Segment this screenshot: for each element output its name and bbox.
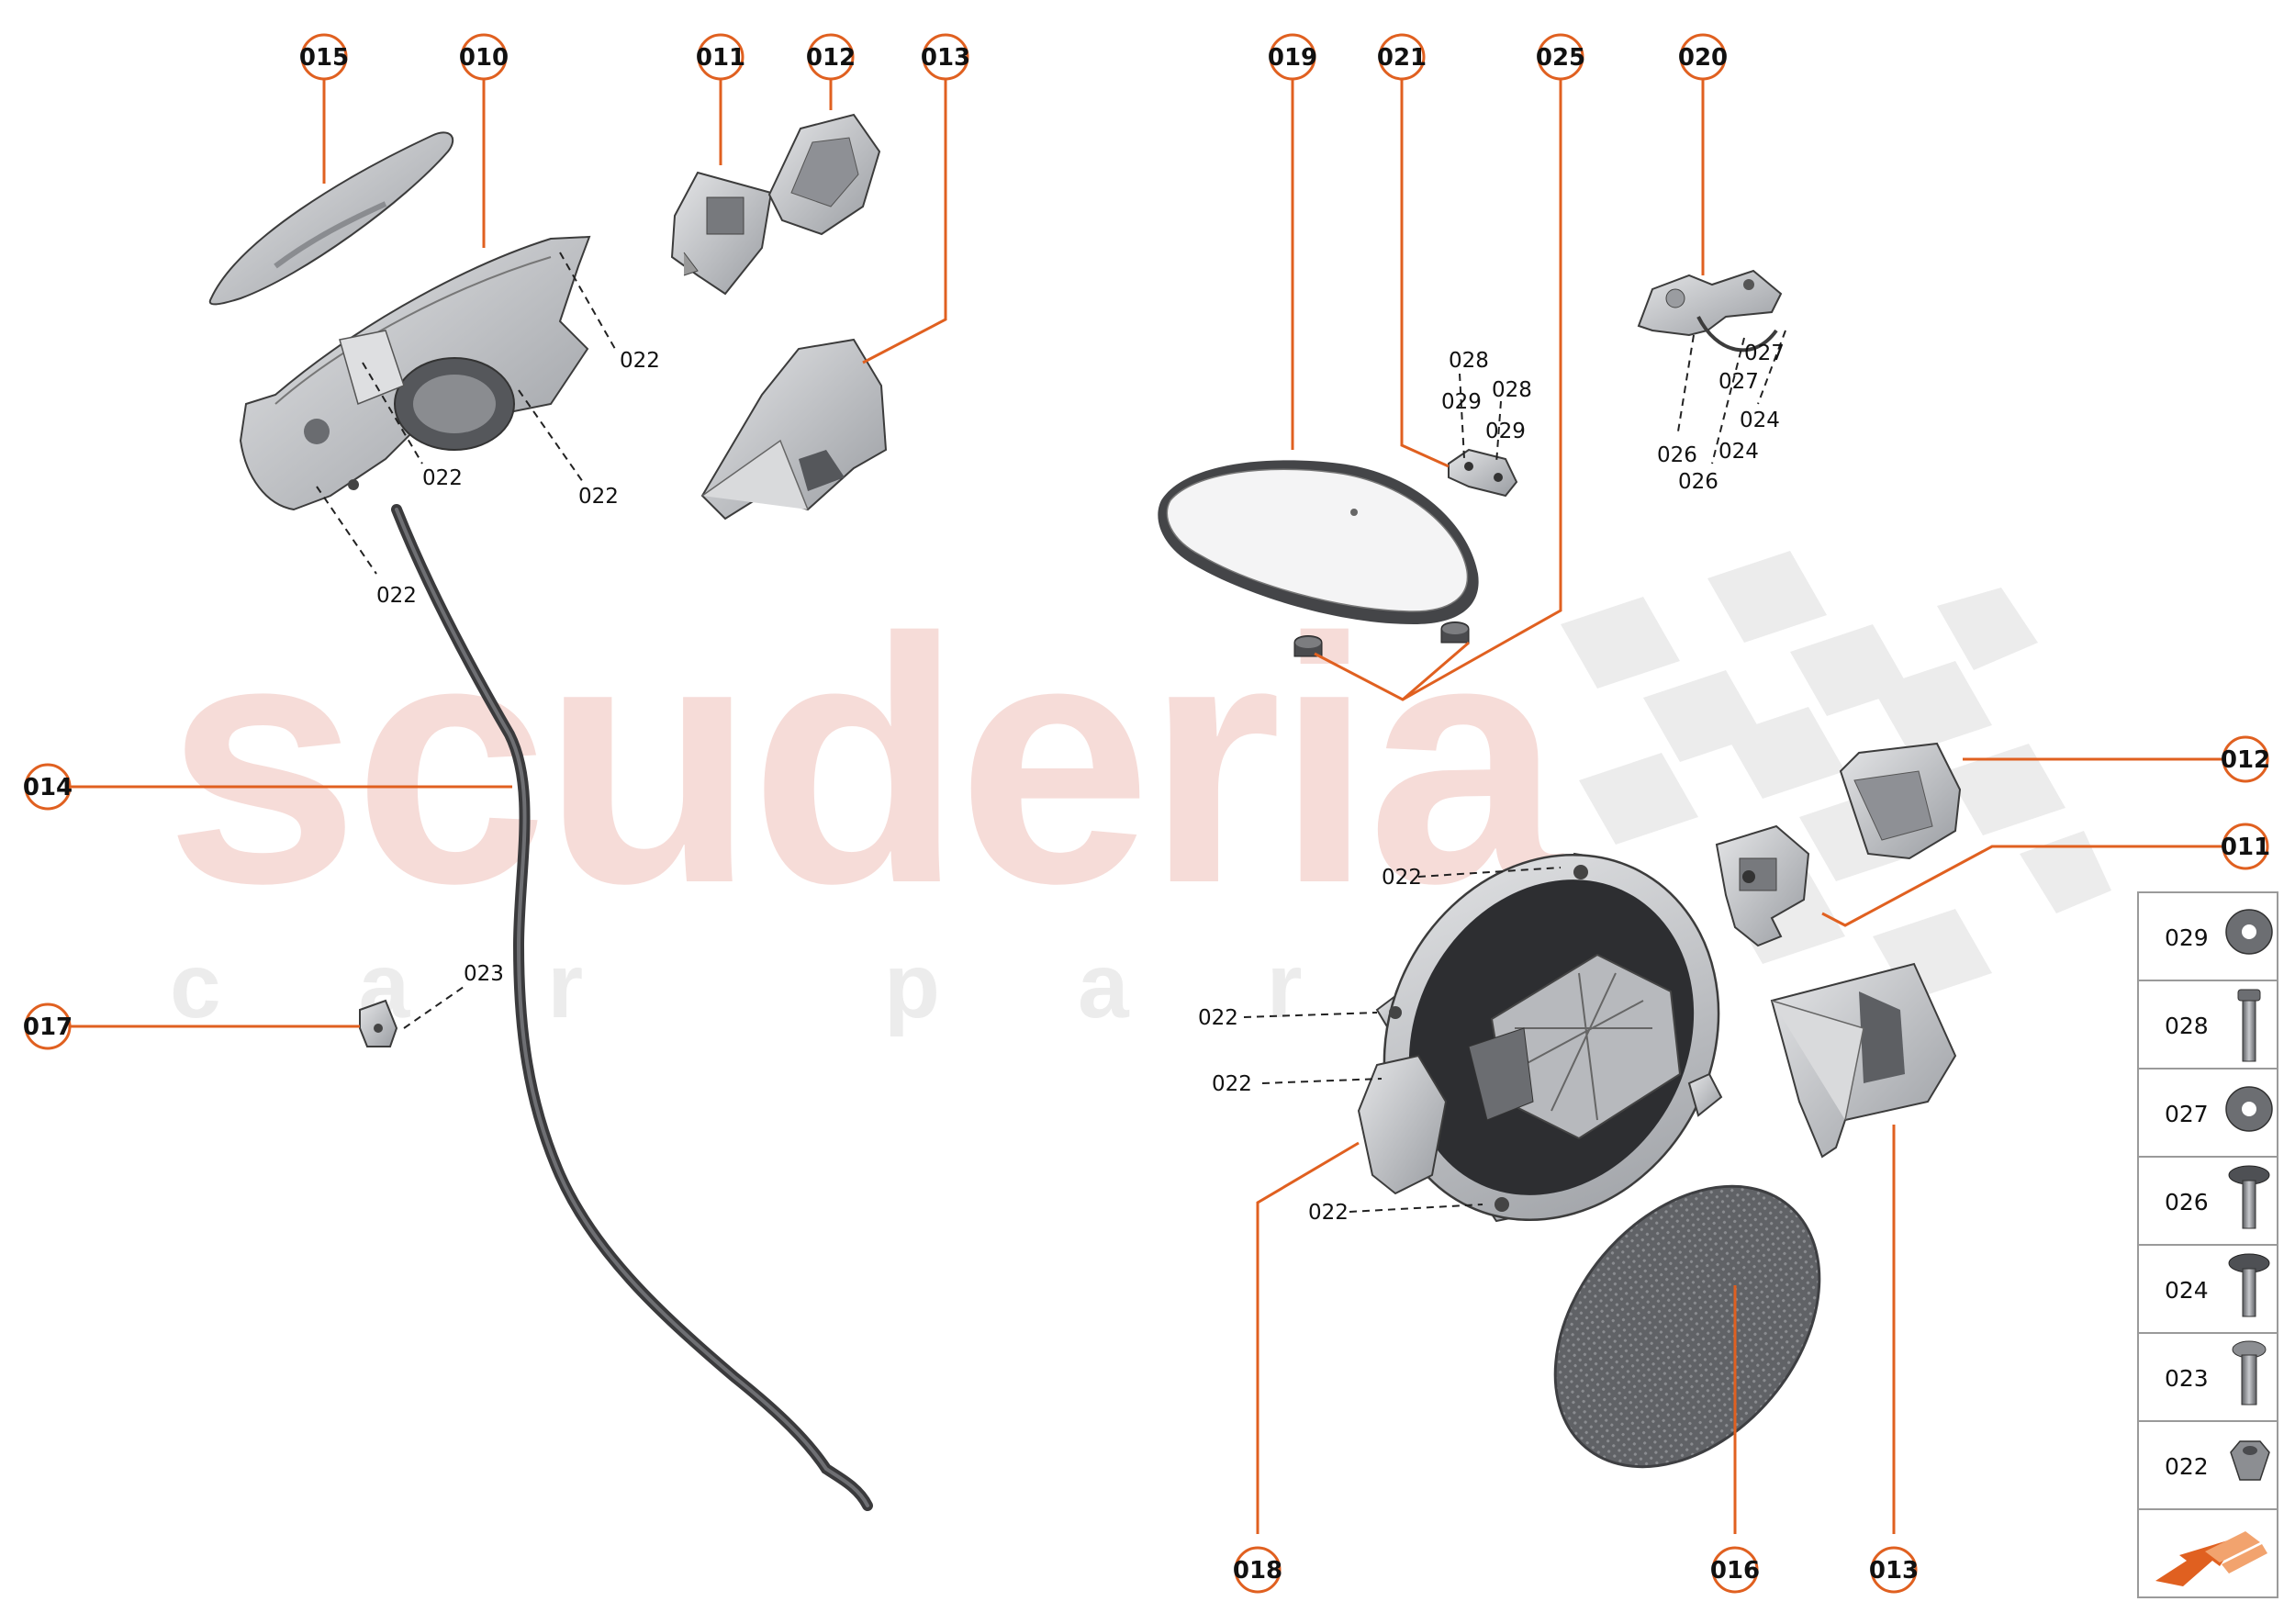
svg-text:015: 015 (299, 44, 349, 72)
dashed-reference-lines (316, 252, 1786, 1213)
label-024: 024 (1718, 440, 1759, 464)
bolt-icon (2232, 1340, 2267, 1406)
label-022: 022 (620, 349, 660, 373)
legend-row-026: 026 (2165, 1165, 2270, 1229)
callout-015: 015 (299, 33, 349, 81)
next-page-arrow-icon[interactable] (2140, 1511, 2276, 1596)
svg-text:028: 028 (2165, 1013, 2209, 1039)
part-013-shield-right (1770, 962, 1957, 1159)
svg-text:022: 022 (2165, 1453, 2209, 1480)
callout-020: 020 (1678, 33, 1728, 81)
label-022: 022 (422, 466, 463, 490)
screw-icon (2228, 1165, 2270, 1229)
part-017-clip (359, 999, 398, 1047)
part-025-buffer-right (1440, 622, 1470, 644)
svg-text:023: 023 (2165, 1365, 2209, 1392)
label-028: 028 (1492, 378, 1532, 402)
svg-text:026: 026 (2165, 1189, 2209, 1215)
svg-text:021: 021 (1377, 44, 1427, 72)
part-019-flap (1158, 460, 1479, 624)
label-026: 026 (1678, 470, 1718, 494)
legend-row-029: 029 (2165, 909, 2273, 955)
part-011-actuator-right (1715, 824, 1810, 947)
washer-icon (2225, 909, 2273, 955)
svg-text:020: 020 (1678, 44, 1728, 72)
callout-019: 019 (1268, 33, 1317, 81)
label-029: 029 (1485, 420, 1526, 443)
callout-021: 021 (1377, 33, 1427, 81)
svg-text:011: 011 (696, 44, 745, 72)
label-022: 022 (1382, 866, 1422, 890)
label-029: 029 (1441, 390, 1482, 414)
svg-text:029: 029 (2165, 924, 2209, 951)
watermark-brand: scuderia (165, 566, 1563, 956)
svg-text:013: 013 (921, 44, 970, 72)
legend-row-024: 024 (2165, 1253, 2270, 1317)
long-bolt-icon (2237, 989, 2261, 1062)
washer-icon (2225, 1086, 2273, 1132)
legend-row-028: 028 (2165, 989, 2261, 1062)
svg-text:012: 012 (806, 44, 856, 72)
svg-text:016: 016 (1710, 1557, 1760, 1585)
checkered-flag-watermark (1561, 551, 2111, 1001)
part-012-bracket-top (767, 113, 881, 236)
svg-text:017: 017 (23, 1014, 73, 1041)
legend-row-027: 027 (2165, 1086, 2273, 1132)
part-010-housing (239, 235, 591, 511)
svg-text:027: 027 (2165, 1101, 2209, 1127)
svg-text:012: 012 (2221, 746, 2270, 774)
callout-011-top: 011 (696, 33, 745, 81)
label-022: 022 (1308, 1201, 1349, 1225)
part-015-cover (208, 131, 454, 306)
callout-016: 016 (1710, 1546, 1760, 1594)
hardware-labels: 022 022 022 022 023 022 022 022 022 028 … (376, 342, 1785, 1225)
part-020-hinge (1637, 269, 1783, 353)
callout-013-bottom: 013 (1869, 1546, 1919, 1594)
svg-text:025: 025 (1536, 44, 1585, 72)
svg-text:013: 013 (1869, 1557, 1919, 1585)
label-027: 027 (1744, 342, 1785, 365)
svg-text:024: 024 (2165, 1277, 2209, 1304)
part-016-mesh-disc (1553, 1184, 1821, 1469)
part-012-bracket-right (1839, 742, 1962, 860)
legend-row-022: 022 (2165, 1440, 2270, 1481)
callout-017: 017 (23, 1002, 73, 1050)
callout-014: 014 (23, 763, 73, 811)
label-022: 022 (1212, 1072, 1252, 1096)
hardware-legend: 029 028 027 026 (2137, 891, 2278, 1598)
legend-row-023: 023 (2165, 1340, 2267, 1406)
label-028: 028 (1449, 349, 1489, 373)
callout-013-top: 013 (921, 33, 970, 81)
part-011-actuator-top (670, 171, 773, 296)
svg-text:011: 011 (2221, 834, 2270, 861)
part-025-buffer-left (1293, 635, 1323, 657)
nut-icon (2230, 1440, 2270, 1481)
part-018-filler-housing (1357, 852, 1723, 1223)
label-027: 027 (1718, 370, 1759, 394)
label-022: 022 (376, 584, 417, 608)
leader-lines (70, 79, 2223, 1534)
callout-010: 010 (459, 33, 509, 81)
callout-012-right: 012 (2221, 735, 2270, 783)
callout-011-right: 011 (2221, 823, 2270, 870)
svg-text:019: 019 (1268, 44, 1317, 72)
screw-icon (2228, 1253, 2270, 1317)
callout-018: 018 (1233, 1546, 1282, 1594)
svg-text:018: 018 (1233, 1557, 1282, 1585)
label-022: 022 (578, 485, 619, 509)
part-013-shield-top (700, 338, 888, 521)
label-023: 023 (464, 962, 504, 986)
part-021-bracket (1448, 448, 1518, 498)
label-026: 026 (1657, 443, 1697, 467)
watermark: scuderia car parts (165, 551, 2111, 1037)
svg-text:014: 014 (23, 774, 73, 801)
callout-025: 025 (1536, 33, 1585, 81)
svg-text:010: 010 (459, 44, 509, 72)
callout-012-top: 012 (806, 33, 856, 81)
label-024: 024 (1740, 409, 1780, 432)
label-022: 022 (1198, 1006, 1238, 1030)
